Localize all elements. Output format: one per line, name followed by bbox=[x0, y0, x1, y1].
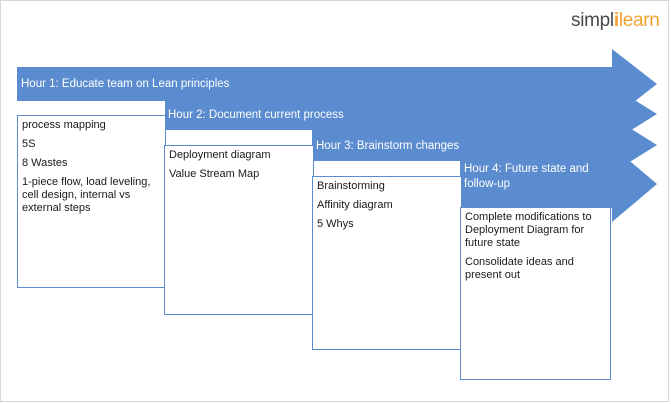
hour-1-box: process mapping 5S 8 Wastes 1-piece flow… bbox=[17, 115, 166, 288]
hour-4-box: Complete modifications to Deployment Dia… bbox=[460, 207, 611, 380]
hour-1-arrow bbox=[17, 49, 657, 119]
hour-4-arrow bbox=[460, 146, 657, 222]
hour-3-item: 5 Whys bbox=[317, 218, 354, 230]
hour-1-title: Hour 1: Educate team on Lean principles bbox=[21, 78, 230, 90]
hour-2-box: Deployment diagram Value Stream Map bbox=[164, 145, 314, 315]
hour-3-title: Hour 3: Brainstorm changes bbox=[316, 140, 460, 152]
hour-4-item: Consolidate ideas and present out bbox=[465, 256, 574, 281]
hour-1-item: 1-piece flow, load leveling, cell design… bbox=[22, 176, 151, 214]
hour-2-item: Deployment diagram bbox=[169, 149, 271, 161]
hour-1-item: 5S bbox=[22, 138, 36, 150]
hour-2-title: Hour 2: Document current process bbox=[168, 109, 344, 121]
hour-3-arrow bbox=[312, 117, 657, 173]
hour-2-item: Value Stream Map bbox=[169, 168, 260, 180]
hour-1-item: process mapping bbox=[22, 119, 106, 131]
hour-4-title: Hour 4: Future state and follow-up bbox=[464, 163, 589, 190]
hour-3-box: Brainstorming Affinity diagram 5 Whys bbox=[312, 176, 462, 350]
logo-text-part3: learn bbox=[618, 10, 660, 31]
logo-text-part1: simpl bbox=[571, 10, 614, 31]
hour-3-item: Brainstorming bbox=[317, 180, 385, 192]
hour-3-item: Affinity diagram bbox=[317, 199, 393, 211]
hour-2-arrow bbox=[165, 86, 657, 142]
hour-1-item: 8 Wastes bbox=[22, 157, 68, 169]
hour-4-item: Complete modifications to Deployment Dia… bbox=[465, 211, 592, 249]
logo-text-part2: i bbox=[613, 10, 619, 31]
